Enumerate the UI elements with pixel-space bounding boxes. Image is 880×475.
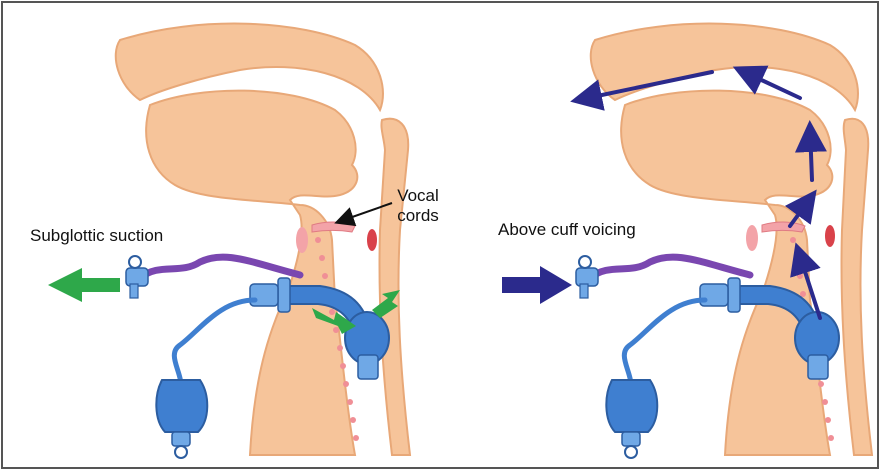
right-tube-tip — [808, 355, 828, 379]
left-pilot-balloon — [156, 380, 207, 458]
right-tube-flange — [728, 278, 740, 312]
vocal-cords-label: Vocal cords — [378, 186, 458, 226]
left-hyoid — [296, 227, 308, 253]
left-suction-line — [140, 257, 300, 278]
left-pharyngeal-wall — [380, 119, 411, 455]
left-pilot-line — [174, 300, 255, 390]
right-air-connector — [576, 256, 598, 298]
left-tube-hub — [250, 284, 278, 306]
right-air-line — [590, 257, 750, 278]
right-hyoid — [746, 225, 758, 251]
subglottic-suction-label: Subglottic suction — [30, 226, 163, 246]
right-epiglottis-mark — [825, 225, 835, 247]
left-epiglottis-mark — [367, 229, 377, 251]
right-air-arrow — [502, 266, 572, 304]
left-vocal-cords — [312, 222, 355, 232]
right-tube-hub — [700, 284, 728, 306]
right-pilot-line — [624, 300, 705, 390]
left-suction-connector — [126, 256, 148, 298]
right-pharyngeal-wall — [842, 119, 873, 455]
right-panel — [502, 24, 872, 458]
right-vocal-cords — [762, 222, 805, 232]
left-suction-arrow — [48, 268, 120, 302]
left-tube-tip — [358, 355, 378, 379]
right-pilot-balloon — [606, 380, 657, 458]
left-tube-flange — [278, 278, 290, 312]
above-cuff-voicing-label: Above cuff voicing — [498, 220, 636, 240]
